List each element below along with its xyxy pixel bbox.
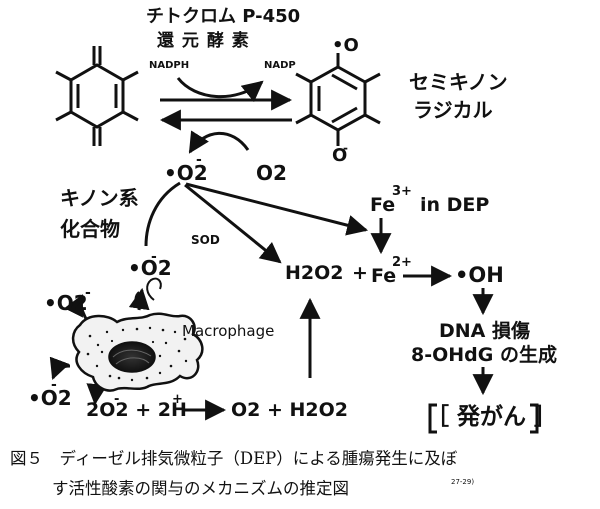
semiquinone-label-line1: セミキノン	[409, 70, 508, 94]
reaction-arrows	[49, 77, 494, 421]
superoxide-macrophage-charge: -	[151, 249, 157, 265]
pseudopod-loop	[146, 277, 162, 301]
in-dep-label: in DEP	[420, 194, 490, 216]
o2-to-superoxide-arrow	[188, 130, 250, 154]
enzyme-name-line2: 還 元 酵 素	[157, 31, 250, 51]
dismutation-hplus-charge: +	[172, 392, 183, 407]
macrophage-to-superoxide-arrow	[128, 287, 150, 311]
dna-damage-label: DNA 損傷	[439, 320, 530, 342]
macrophage-label: Macrophage	[182, 322, 275, 340]
superoxide-released-left-charge: -	[51, 377, 57, 393]
quinone-structure	[55, 46, 139, 146]
superoxide-main-charge: -	[196, 152, 202, 168]
carcinogenesis-label: ［ 発がん ］	[426, 404, 558, 430]
superoxide-macrophage: •O2	[128, 256, 172, 280]
fe2-charge: 2+	[392, 255, 412, 270]
ohdg-formation-label: 8-OHdG の生成	[411, 344, 557, 366]
nadph-label: NADPH	[149, 60, 190, 71]
dismutation-left-side: 2O2 + 2H	[86, 399, 187, 421]
h2o2-label: H2O2	[285, 262, 344, 284]
caption-line2: す活性酸素の関与のメカニズムの推定図	[52, 479, 349, 498]
right-bracket	[530, 403, 539, 434]
macrophage-superoxide-link	[144, 181, 181, 247]
superoxide-released-up: •O2	[44, 291, 88, 315]
enzyme-name-line1: チトクロム P-450	[146, 6, 301, 27]
caption-reference: 27-29)	[451, 478, 475, 486]
superoxide-released-up-charge: -	[85, 285, 91, 301]
sod-label: SOD	[191, 233, 220, 247]
caption-line1: 図５ ディーゼル排気微粒子（DEP）による腫瘍発生に及ぼ	[10, 449, 458, 468]
superoxide-to-h2o2-arrow	[184, 183, 282, 264]
superoxide-released-left: •O2	[28, 386, 72, 410]
superoxide-main: •O2	[164, 161, 208, 185]
carcinogenesis-brackets	[428, 403, 539, 434]
nadph-to-nadp-arrow	[176, 77, 264, 103]
nadp-label: NADP	[264, 60, 296, 71]
quinone-label-line1: キノン系	[60, 186, 139, 210]
dismutation-minus-charge: -	[114, 392, 120, 407]
o2-label: O2	[256, 161, 287, 185]
semiquinone-structure	[295, 53, 381, 146]
fe2-label: Fe	[371, 265, 397, 287]
macrophage-release-left-arrow	[49, 356, 71, 380]
semiquinone-radical-oxygen: •O	[332, 35, 359, 56]
semiquinone-anion-oxygen: O	[332, 145, 348, 166]
left-bracket	[428, 403, 437, 434]
semiquinone-label-line2: ラジカル	[413, 98, 493, 122]
quinone-label-line2: 化合物	[60, 217, 120, 241]
dismutation-right-side: O2 + H2O2	[231, 399, 349, 421]
superoxide-to-fe-arrow	[185, 182, 369, 236]
fe3-label: Fe	[370, 194, 396, 216]
plus-sign: +	[352, 262, 368, 284]
semiquinone-anion-charge: -	[343, 141, 348, 155]
stain-marks	[134, 277, 162, 309]
macrophage-cell	[71, 312, 204, 392]
pseudopod-tail	[134, 291, 140, 309]
hydroxyl-radical-label: •OH	[455, 263, 504, 287]
fe3-charge: 3+	[392, 184, 412, 199]
